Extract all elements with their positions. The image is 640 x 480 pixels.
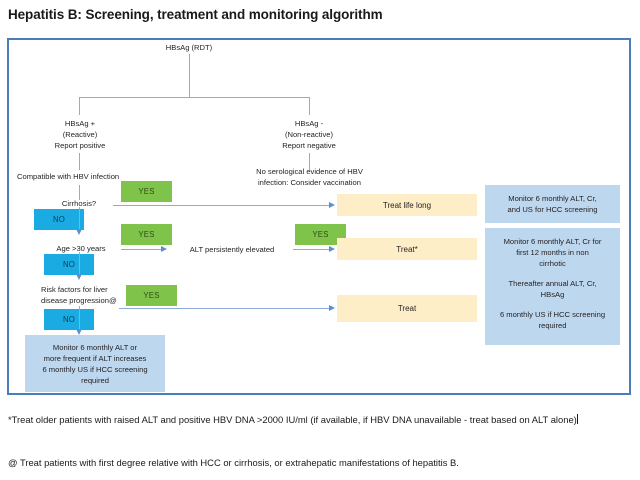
monitor-box-no-treatment: Monitor 6 monthly ALT or more frequent i…	[25, 335, 165, 392]
footnote-at-symbol: @ Treat patients with first degree relat…	[8, 457, 459, 468]
monitor-cirrhotic-text: Monitor 6 monthly ALT, Cr, and US for HC…	[507, 194, 598, 214]
arrow-head-age-no-icon	[76, 274, 82, 280]
arrow-risk-factors-yes	[119, 308, 329, 309]
connector-root-stem	[189, 54, 190, 98]
chip-no-age[interactable]: NO	[44, 254, 94, 275]
text-caret	[576, 414, 578, 424]
connector-split-right	[309, 97, 310, 115]
node-age-over-30: Age >30 years	[56, 244, 106, 253]
node-compatible-hbv: Compatible with HBV infection	[17, 172, 120, 181]
connector-risk-factors-no	[79, 306, 80, 331]
node-hbsag-negative: HBsAg - (Non-reactive) Report negative	[282, 119, 336, 150]
arrow-head-risk-factors-yes-icon	[329, 305, 335, 311]
arrow-age-yes	[121, 249, 162, 250]
arrow-head-alt-yes-icon	[329, 246, 335, 252]
arrow-cirrhosis-yes	[113, 205, 329, 206]
node-no-serological-evidence: No serological evidence of HBV infection…	[256, 167, 363, 187]
connector-split-left	[79, 97, 80, 115]
monitor-treated-text-3: 6 monthly US if HCC screening required	[499, 310, 606, 330]
connector-compatible-to-cirrhosis	[79, 185, 80, 200]
treat-box-life-long[interactable]: Treat life long	[337, 194, 477, 216]
node-hbsag-positive: HBsAg + (Reactive) Report positive	[54, 119, 106, 150]
chip-no-cirrhosis[interactable]: NO	[34, 209, 84, 230]
connector-split-bar	[79, 97, 309, 98]
chip-yes-risk-factors[interactable]: YES	[126, 285, 177, 306]
node-alt-elevated: ALT persistently elevated	[189, 245, 275, 254]
chip-yes-cirrhosis[interactable]: YES	[121, 181, 172, 202]
monitor-box-treated: Monitor 6 monthly ALT, Cr for first 12 m…	[485, 228, 620, 345]
flowchart-frame: HBsAg (RDT) HBsAg + (Reactive) Report po…	[7, 38, 631, 395]
arrow-head-cirrhosis-no-icon	[76, 229, 82, 235]
chip-yes-alt[interactable]: YES	[295, 224, 346, 245]
connector-cirrhosis-no	[79, 207, 80, 231]
monitor-no-treatment-text: Monitor 6 monthly ALT or more frequent i…	[42, 342, 148, 385]
treat-box-treat-star[interactable]: Treat*	[337, 238, 477, 260]
treat-box-treat[interactable]: Treat	[337, 295, 477, 322]
footnote-asterisk: *Treat older patients with raised ALT an…	[8, 412, 628, 427]
monitor-treated-text-1: Monitor 6 monthly ALT, Cr for first 12 m…	[503, 237, 602, 268]
footnote-asterisk-text: *Treat older patients with raised ALT an…	[8, 414, 577, 425]
connector-negative-to-noserology	[309, 153, 310, 170]
node-hbsag-rdt: HBsAg (RDT)	[165, 43, 213, 52]
arrow-alt-yes	[293, 249, 329, 250]
arrow-head-age-yes-icon	[161, 246, 167, 252]
chip-no-risk-factors[interactable]: NO	[44, 309, 94, 330]
chip-yes-age[interactable]: YES	[121, 224, 172, 245]
connector-age-no	[79, 252, 80, 276]
page-title: Hepatitis B: Screening, treatment and mo…	[8, 7, 383, 22]
arrow-head-risk-factors-no-icon	[76, 329, 82, 335]
node-cirrhosis: Cirrhosis?	[61, 199, 97, 208]
monitor-treated-text-2: Thereafter annual ALT, Cr, HBsAg	[508, 279, 597, 299]
node-risk-factors: Risk factors for liver disease progressi…	[41, 285, 117, 305]
arrow-head-cirrhosis-yes-icon	[329, 202, 335, 208]
connector-positive-to-compatible	[79, 153, 80, 170]
monitor-box-cirrhotic: Monitor 6 monthly ALT, Cr, and US for HC…	[485, 185, 620, 223]
